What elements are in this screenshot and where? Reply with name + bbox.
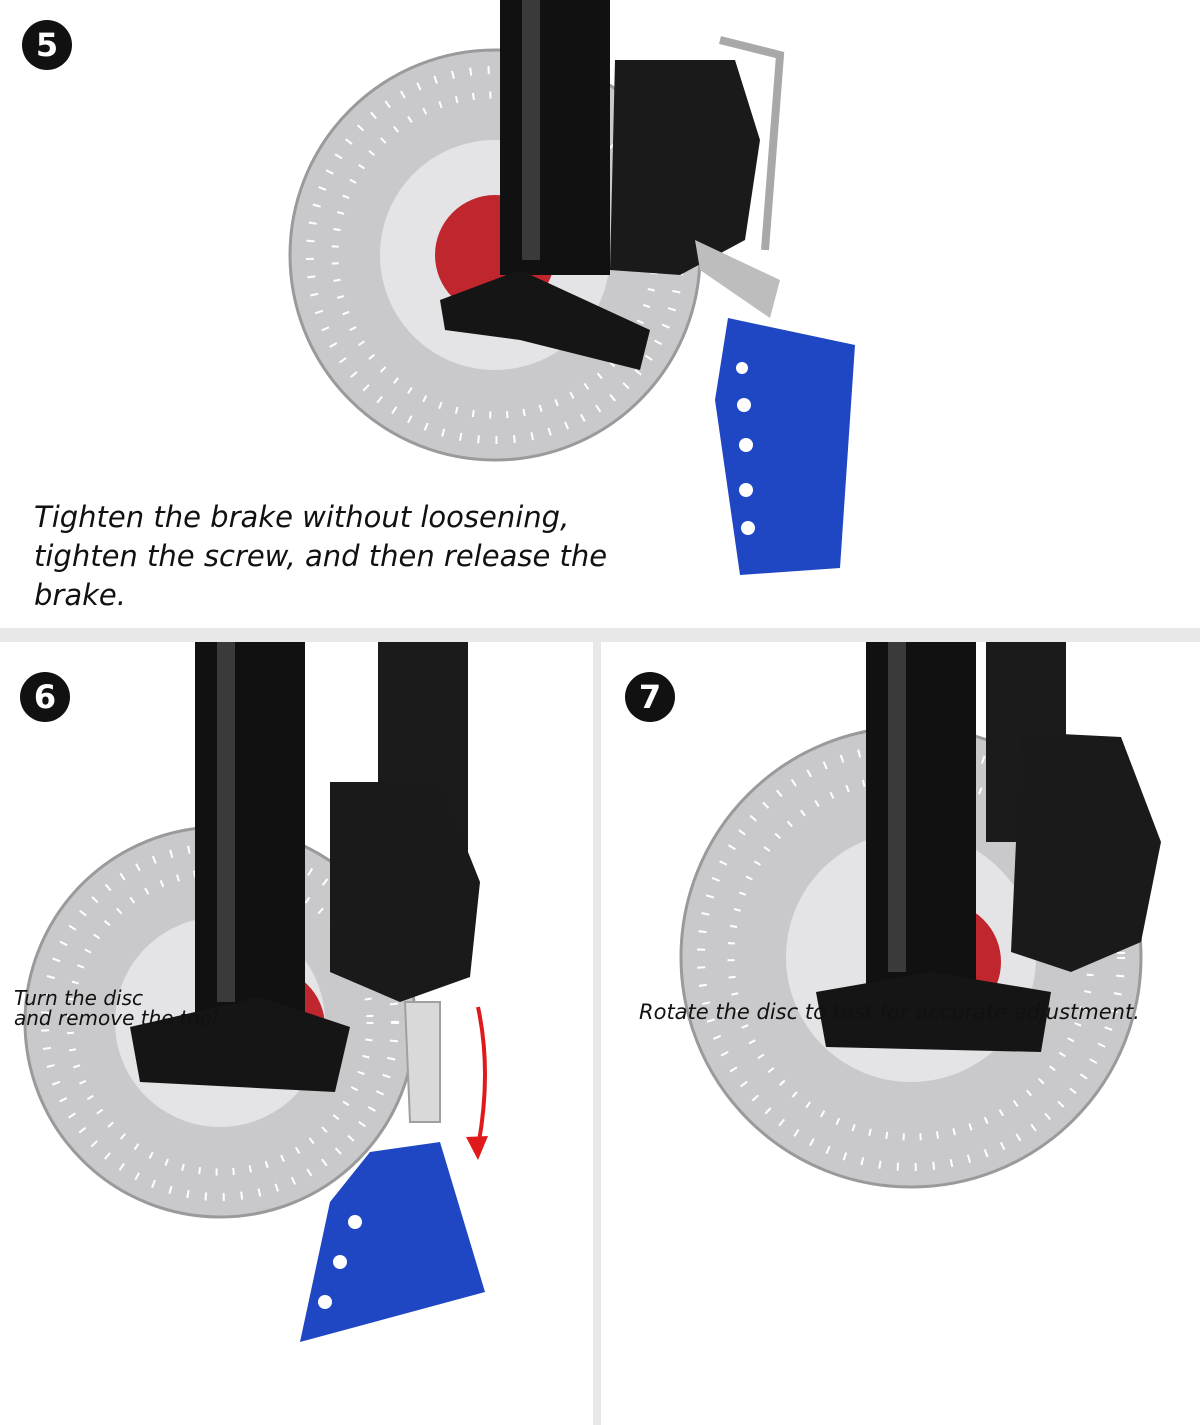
step-6-caption-line1: Turn the disc [14, 986, 143, 1010]
step-7-illustration [679, 642, 1161, 1189]
alignment-tool-blade [715, 318, 855, 575]
step-5-caption: Tighten the brake without loosening, tig… [34, 500, 608, 612]
rotor-holes-outer [697, 743, 1125, 1171]
quick-release-lever [816, 972, 1051, 1052]
horizontal-divider [0, 628, 1200, 642]
quick-release-lever [130, 997, 350, 1092]
alignment-tool-arm [403, 1001, 441, 1123]
arrow-head [466, 1136, 488, 1160]
fork-highlight [888, 642, 906, 972]
hex-key [719, 36, 785, 251]
fork-leg [195, 642, 305, 1022]
rotor-holes-inner [66, 868, 374, 1176]
step-6-caption: Turn the disc and remove the tool. [14, 988, 314, 1028]
fork-highlight [217, 642, 235, 1002]
fork-highlight [522, 0, 540, 260]
alignment-tool-blade [300, 1142, 485, 1342]
step-7-caption: Rotate the disc to test for accurate adj… [639, 1000, 1140, 1024]
quick-release-lever [440, 270, 650, 370]
step-6-badge: 6 [20, 672, 70, 722]
brake-caliper [330, 782, 480, 1002]
step-6-illustration [23, 642, 488, 1342]
step-5-badge: 5 [22, 20, 72, 70]
step-5-illustration [288, 0, 855, 575]
rotation-arrow [476, 1006, 487, 1148]
step-7-panel: 7 Rotate the disc to test for accurate a… [601, 642, 1200, 1425]
brake-caliper [1011, 732, 1161, 972]
step-6-caption-line2: and remove the tool. [14, 1006, 225, 1030]
alignment-tool-arm [695, 240, 780, 318]
fork-leg [866, 642, 976, 987]
brake-caliper [610, 60, 760, 275]
step-7-badge: 7 [625, 672, 675, 722]
step-6-panel: 6 Turn the disc and remove the tool. [0, 642, 593, 1425]
fork-leg [500, 0, 610, 275]
rotor-holes-outer [41, 843, 399, 1201]
vertical-divider [593, 642, 601, 1425]
step-5-panel: 5 Tighten the brake without loosening, t… [0, 0, 1200, 628]
